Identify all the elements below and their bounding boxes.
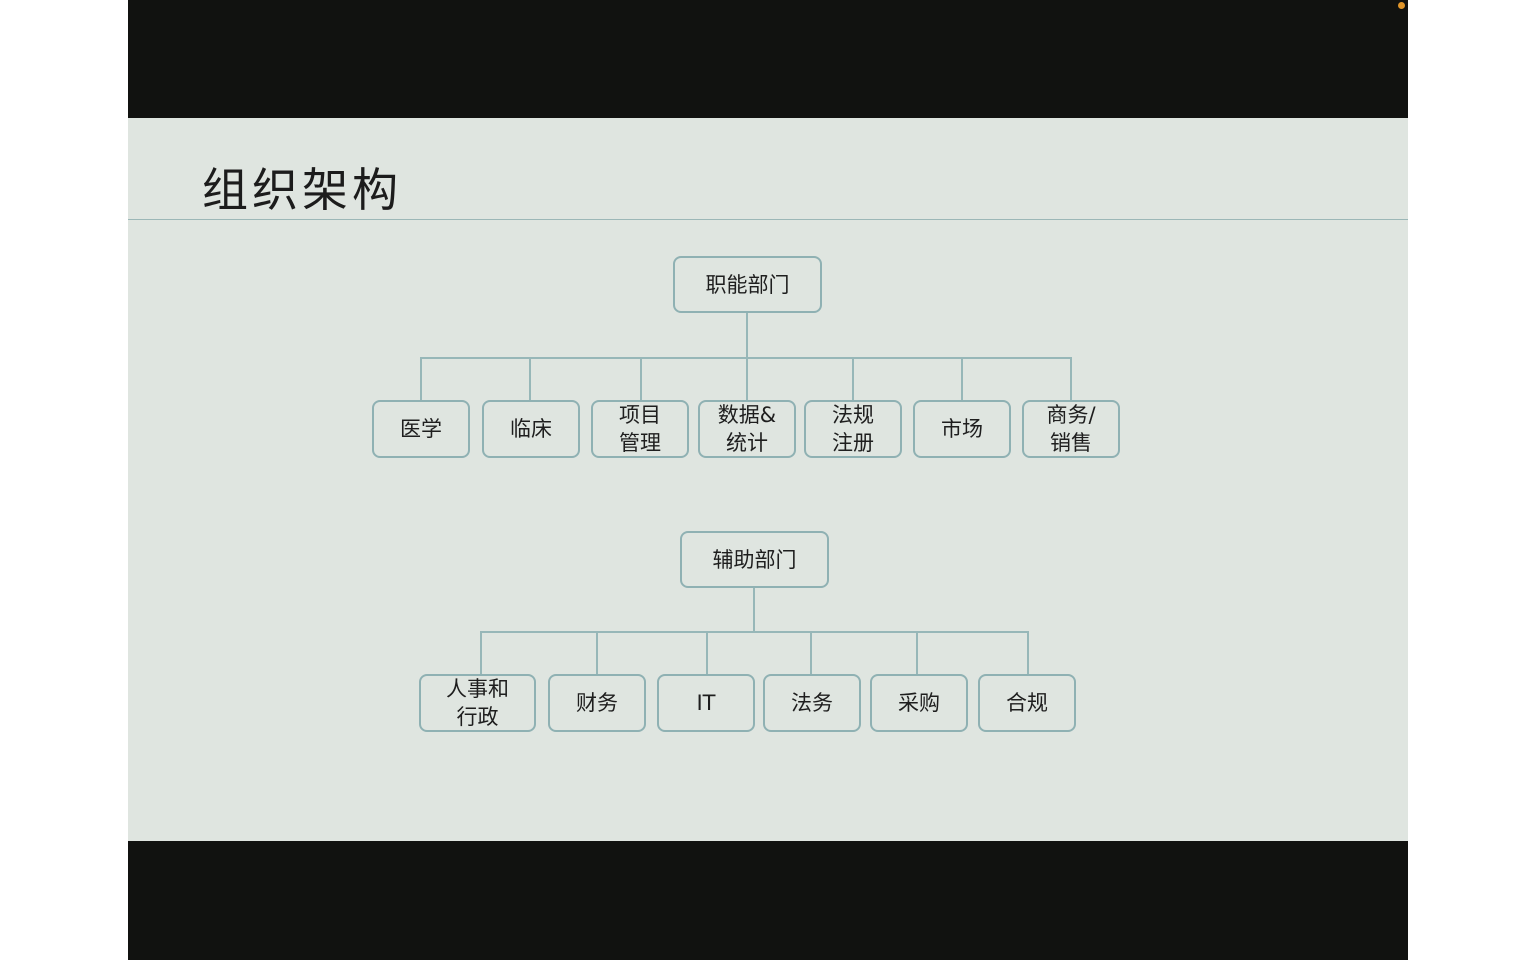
- title-divider: [128, 219, 1408, 220]
- connector: [420, 357, 422, 401]
- connector: [1070, 357, 1072, 401]
- connector: [1027, 631, 1029, 675]
- node-support-departments[interactable]: 辅助部门: [680, 531, 829, 588]
- node-project-management[interactable]: 项目 管理: [591, 400, 689, 458]
- connector: [810, 631, 812, 675]
- node-finance[interactable]: 财务: [548, 674, 646, 732]
- recording-indicator-icon: [1398, 2, 1405, 9]
- connector: [529, 357, 531, 401]
- node-legal[interactable]: 法务: [763, 674, 861, 732]
- slide-title: 组织架构: [202, 163, 402, 217]
- connector: [480, 631, 1029, 633]
- connector: [706, 631, 708, 675]
- node-business-sales[interactable]: 商务/ 销售: [1022, 400, 1120, 458]
- node-data-statistics[interactable]: 数据& 统计: [698, 400, 796, 458]
- connector: [753, 587, 755, 633]
- connector: [961, 357, 963, 401]
- connector: [916, 631, 918, 675]
- connector: [480, 631, 482, 675]
- connector: [596, 631, 598, 675]
- node-functional-departments[interactable]: 职能部门: [673, 256, 822, 313]
- node-regulatory[interactable]: 法规 注册: [804, 400, 902, 458]
- slide: [128, 118, 1408, 841]
- node-compliance[interactable]: 合规: [978, 674, 1076, 732]
- connector: [640, 357, 642, 401]
- node-marketing[interactable]: 市场: [913, 400, 1011, 458]
- node-it[interactable]: IT: [657, 674, 755, 732]
- connector: [746, 357, 748, 401]
- connector: [852, 357, 854, 401]
- connector: [746, 312, 748, 359]
- node-hr-admin[interactable]: 人事和 行政: [419, 674, 536, 732]
- node-medical[interactable]: 医学: [372, 400, 470, 458]
- node-procurement[interactable]: 采购: [870, 674, 968, 732]
- node-clinical[interactable]: 临床: [482, 400, 580, 458]
